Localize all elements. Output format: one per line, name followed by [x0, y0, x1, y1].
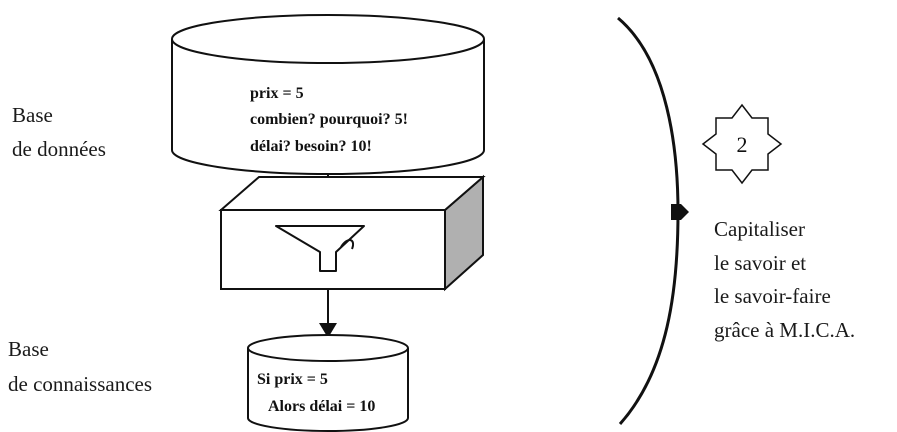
caption-line3: le savoir-faire	[714, 284, 831, 308]
filter-box	[218, 174, 486, 292]
caption-line1: Capitaliser	[714, 217, 805, 241]
database-line2: combien? pourquoi? 5!	[250, 111, 408, 128]
database-line1: prix = 5	[250, 85, 304, 102]
step-number: 2	[737, 132, 748, 157]
knowledge-base-line2: Alors délai = 10	[268, 398, 375, 415]
database-label-line1: Base	[12, 103, 53, 127]
caption-line2: le savoir et	[714, 251, 806, 275]
star-badge-icon: 2	[701, 103, 783, 185]
database-cylinder: prix = 5 combien? pourquoi? 5! délai? be…	[171, 14, 485, 175]
grouping-brace	[617, 16, 689, 425]
database-line3: délai? besoin? 10!	[250, 138, 372, 155]
arrow-to-knowledge-base	[319, 289, 337, 338]
knowledge-base-label-line1: Base	[8, 337, 49, 361]
knowledge-base-line1: Si prix = 5	[257, 371, 328, 388]
caption-line4: grâce à M.I.C.A.	[714, 318, 855, 342]
funnel-icon	[275, 225, 365, 272]
knowledge-base-cylinder: Si prix = 5 Alors délai = 10	[247, 334, 409, 432]
knowledge-base-label-line2: de connaissances	[8, 372, 152, 396]
database-label-line2: de données	[12, 137, 106, 161]
